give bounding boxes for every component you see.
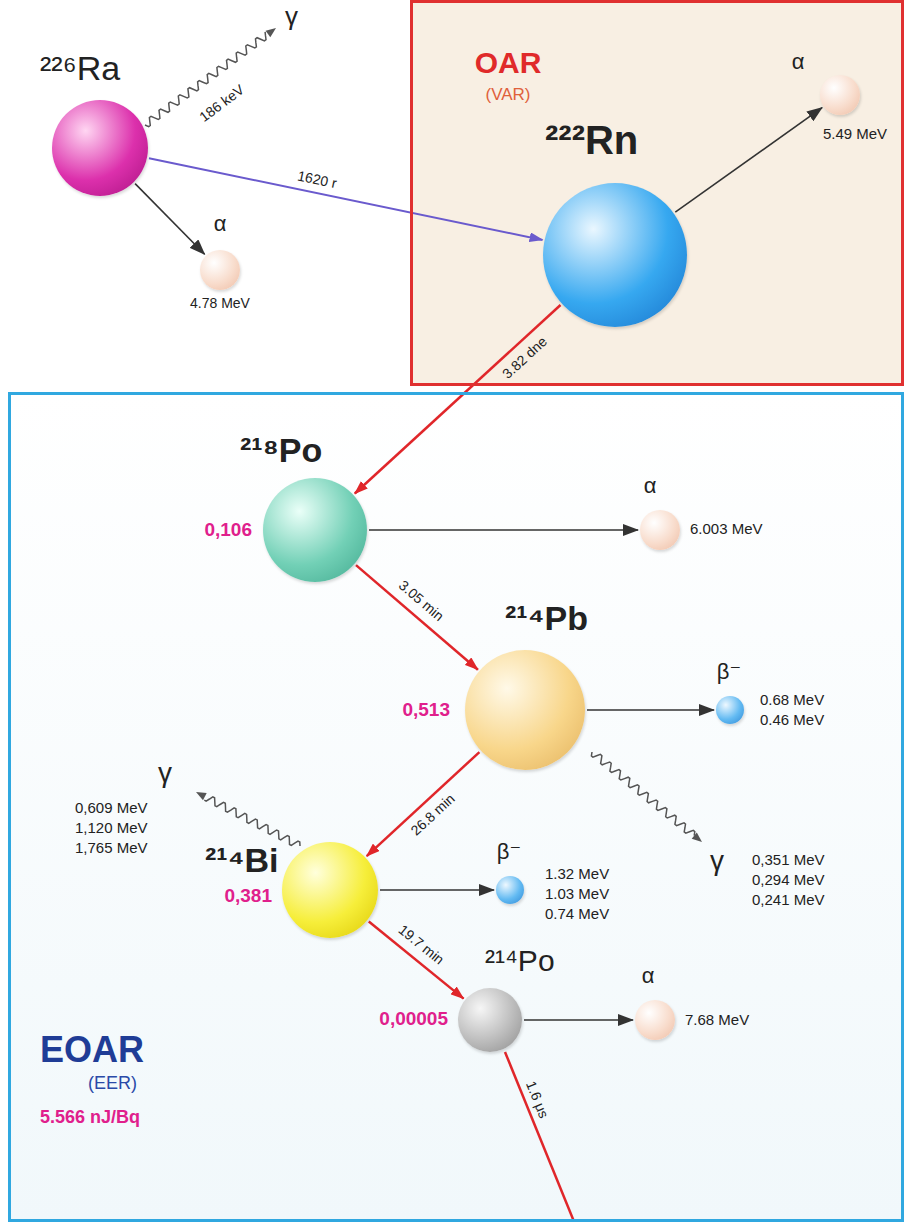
decay-arrow <box>356 565 478 670</box>
emission-arrow <box>587 709 714 711</box>
value-text: 1.03 MeV <box>545 886 609 903</box>
value-text: 0,106 <box>204 520 252 541</box>
emission-arrow <box>369 529 638 531</box>
particle-symbol: α <box>644 474 657 498</box>
alpha-particle: α6.003 MeV <box>640 510 680 550</box>
value-text: 4.78 MeV <box>190 296 250 311</box>
region-text: OAR <box>475 46 542 79</box>
particle-symbol: β⁻ <box>717 660 741 684</box>
half-life-label: 3.82 dne <box>500 333 551 381</box>
nuclide-ball: ²¹⁴Bi0,381 <box>282 842 378 938</box>
beta-particle: β⁻1.32 MeV1.03 MeV0.74 MeV <box>496 876 524 904</box>
emission-arrow <box>135 184 205 255</box>
nuclide-ball: ²¹⁸Po0,106 <box>263 478 367 582</box>
energy-label: 1,765 MeV <box>75 840 148 857</box>
decay-arrow <box>367 752 480 856</box>
nuclide-ball: ²²⁶Ra <box>52 100 148 196</box>
energy-label: 1.6 μs <box>523 1079 552 1120</box>
half-life-label: 1620 r <box>296 168 338 191</box>
decay-arrow <box>355 305 561 494</box>
emission-arrow <box>524 1019 633 1021</box>
region-text: 5.566 nJ/Bq <box>40 1108 140 1128</box>
gamma-symbol: γ <box>710 846 724 877</box>
value-text: 0,00005 <box>379 1009 448 1030</box>
decay-arrow <box>369 922 464 999</box>
gamma-arrowhead <box>196 792 207 800</box>
gamma-arrowhead <box>266 28 276 37</box>
nuclide-label: ²¹⁸Po <box>240 432 322 469</box>
value-text: 0,381 <box>224 886 272 907</box>
decay-arrow <box>149 158 543 240</box>
gamma-wave <box>145 32 266 127</box>
region-text: (VAR) <box>485 86 530 105</box>
region-text: (EER) <box>88 1074 137 1094</box>
gamma-arrowhead <box>692 833 702 842</box>
value-text: 6.003 MeV <box>690 521 763 538</box>
value-text: 0.74 MeV <box>545 906 609 923</box>
value-text: 1.32 MeV <box>545 866 609 883</box>
oar-region: OAR(VAR)²²²Rnα5.49 MeV <box>410 0 904 386</box>
nuclide-label: ²¹⁴Bi <box>205 842 278 879</box>
alpha-particle: α7.68 MeV <box>635 1000 675 1040</box>
nuclide-ball: ²¹⁴Pb0,513 <box>465 650 585 770</box>
nuclide-label: ²²⁶Ra <box>40 50 120 87</box>
particle-symbol: β⁻ <box>497 840 521 864</box>
energy-label: 1,120 MeV <box>75 820 148 837</box>
nuclide-label: ²¹⁴Po <box>485 944 555 977</box>
alpha-particle: α5.49 MeV <box>820 75 860 115</box>
value-text: 0.68 MeV <box>760 692 824 709</box>
nuclide-label: ²²²Rn <box>545 118 638 162</box>
particle-symbol: α <box>642 964 655 988</box>
decay-line <box>505 1052 575 1222</box>
value-text: 7.68 MeV <box>685 1012 749 1029</box>
nuclide-ball: ²¹⁴Po0,00005 <box>458 988 522 1052</box>
particle-symbol: α <box>792 50 805 74</box>
value-text: 5.49 MeV <box>823 126 887 143</box>
gamma-symbol: γ <box>158 758 172 789</box>
half-life-label: 3.05 min <box>395 577 446 624</box>
energy-label: 0,351 MeV <box>752 852 825 869</box>
gamma-wave <box>591 752 694 836</box>
region-text: EOAR <box>40 1030 144 1070</box>
gamma-symbol: γ <box>285 2 298 31</box>
energy-label: 0,241 MeV <box>752 892 825 909</box>
energy-label: 0,294 MeV <box>752 872 825 889</box>
energy-label: 186 keV <box>197 82 247 125</box>
particle-symbol: α <box>214 212 227 236</box>
emission-arrow <box>380 889 494 891</box>
nuclide-label: ²¹⁴Pb <box>505 600 588 637</box>
value-text: 0.46 MeV <box>760 712 824 729</box>
value-text: 0,513 <box>402 700 450 721</box>
beta-particle: β⁻0.68 MeV0.46 MeV <box>716 696 744 724</box>
alpha-particle: α4.78 MeV <box>200 250 240 290</box>
emission-arrow <box>675 108 822 212</box>
gamma-wave <box>204 797 300 846</box>
half-life-label: 26.8 min <box>408 791 458 839</box>
nuclide-ball: ²²²Rn <box>543 183 687 327</box>
half-life-label: 19.7 min <box>395 922 446 968</box>
energy-label: 0,609 MeV <box>75 800 148 817</box>
